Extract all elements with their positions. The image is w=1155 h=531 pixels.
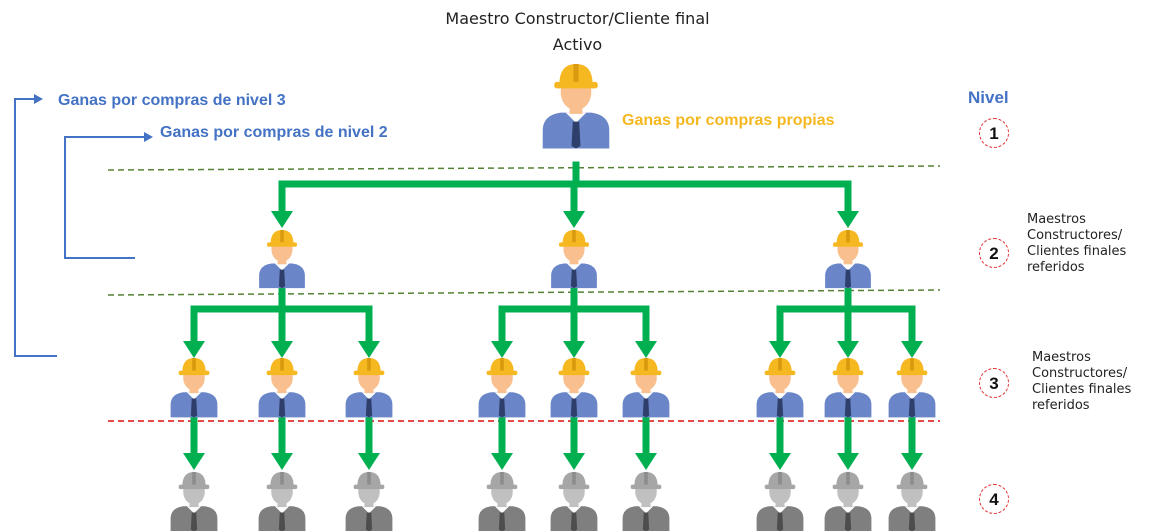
level3-person-icon-1	[170, 358, 218, 418]
arrow-l3-to-l4-7-head	[769, 453, 791, 470]
earnings-brackets	[14, 94, 153, 357]
arrow-l3-to-l4-5-head	[563, 453, 585, 470]
level3-person-icon-7	[756, 358, 804, 418]
arrow-l3-to-l4-3-head	[358, 453, 380, 470]
divider-level-2-3	[107, 289, 941, 296]
level3-person-icon-6	[622, 358, 670, 418]
divider-level-1-2	[107, 165, 941, 171]
arrow-l2-1-to-l3-3-head	[358, 341, 380, 358]
level-3-note: Maestros Constructores/ Clientes finales…	[1032, 350, 1132, 413]
level2-person-icon-2	[551, 230, 597, 289]
arrow-l2-1-to-l3-1-head	[183, 341, 205, 358]
level4-inactive-person-icon-5	[550, 472, 598, 531]
arrow-l3-to-l4-6-head	[635, 453, 657, 470]
level-2-note: Maestros Constructores/ Clientes finales…	[1027, 212, 1127, 275]
level4-inactive-person-icon-7	[756, 472, 804, 531]
level3-person-icon-5	[550, 358, 598, 418]
level3-bracket-arrowhead	[34, 94, 43, 104]
arrow-root-to-l2-1-head	[271, 211, 293, 228]
level2-earnings-label: Ganas por compras de nivel 2	[160, 124, 388, 141]
level-4-badge: 4	[979, 484, 1009, 514]
arrow-root-to-l2-2-head	[563, 211, 585, 228]
level3-person-icon-2	[258, 358, 306, 418]
level4-inactive-person-icon-6	[622, 472, 670, 531]
level3-person-icon-9	[888, 358, 936, 418]
level2-person-icon-1	[259, 230, 305, 289]
level4-inactive-person-icon-1	[170, 472, 218, 531]
level3-earnings-label: Ganas por compras de nivel 3	[58, 92, 286, 109]
arrow-l2-2-to-l3-1-head	[491, 341, 513, 358]
arrow-l2-1-to-l3-2-head	[271, 341, 293, 358]
arrow-l2-3-to-l3-1-head	[769, 341, 791, 358]
level4-inactive-person-icon-3	[345, 472, 393, 531]
level4-inactive-person-icon-8	[824, 472, 872, 531]
level2-bracket-arrowhead	[144, 132, 153, 142]
title-line-1: Maestro Constructor/Cliente final	[445, 9, 710, 28]
arrow-l2-2-to-l3-2-head	[563, 341, 585, 358]
level-dividers	[107, 165, 941, 422]
level4-inactive-person-icon-4	[478, 472, 526, 531]
level3-person-icon-8	[824, 358, 872, 418]
arrow-l3-to-l4-1-head	[183, 453, 205, 470]
title-line-2: Activo	[552, 35, 603, 54]
level2-bracket	[64, 136, 145, 259]
arrow-l2-3-to-l3-2-head	[837, 341, 859, 358]
arrow-l3-to-l4-8-head	[837, 453, 859, 470]
level3-person-icon-3	[345, 358, 393, 418]
arrow-l3-to-l4-2-head	[271, 453, 293, 470]
level3-person-icon-4	[478, 358, 526, 418]
arrow-l3-to-l4-9-head	[901, 453, 923, 470]
arrow-l2-3-to-l3-3-head	[901, 341, 923, 358]
level4-inactive-person-icon-2	[258, 472, 306, 531]
level-2-badge: 2	[979, 238, 1009, 268]
own-earnings-label: Ganas por compras propias	[622, 112, 835, 129]
level-3-badge: 3	[979, 368, 1009, 398]
arrow-root-to-l2-3-head	[837, 211, 859, 228]
people-nodes	[170, 64, 936, 531]
level-1-badge: 1	[979, 118, 1009, 148]
arrow-l2-2-to-l3-3-head	[635, 341, 657, 358]
level3-bracket	[14, 98, 57, 357]
level4-inactive-person-icon-9	[888, 472, 936, 531]
connection-arrows	[183, 161, 923, 470]
nivel-header: Nivel	[968, 88, 1009, 107]
level2-person-icon-3	[825, 230, 871, 289]
root-person-icon	[542, 64, 610, 149]
arrow-l3-to-l4-4-head	[491, 453, 513, 470]
